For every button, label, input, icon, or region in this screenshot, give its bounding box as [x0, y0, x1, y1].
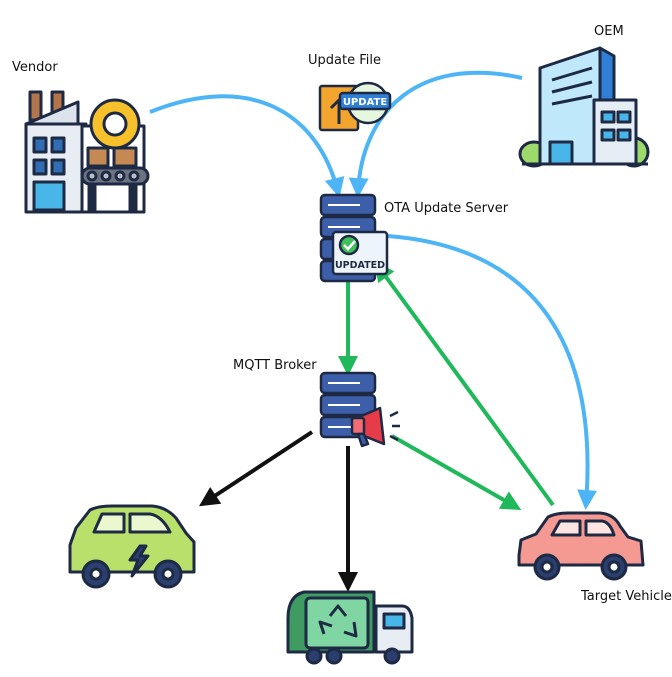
arrow-mqtt-to-target: [391, 434, 522, 510]
ota-server-label: OTA Update Server: [384, 201, 509, 216]
updated-badge-text: UPDATED: [335, 260, 385, 271]
update-badge-text: UPDATE: [343, 97, 388, 108]
arrow-target-to-ota: [374, 261, 555, 507]
recycling-truck-icon: [286, 590, 414, 665]
oem-label: OEM: [594, 24, 624, 39]
ota-server-icon: UPDATED: [319, 193, 389, 283]
arrow-mqtt-to-electric-car: [198, 430, 314, 507]
update-file-icon: UPDATE: [318, 81, 392, 132]
mqtt-broker-label: MQTT Broker: [233, 358, 317, 373]
arrow-ota-to-target: [387, 234, 598, 510]
arrow-oem-to-ota: [348, 70, 523, 198]
factory-icon: [24, 90, 150, 214]
arrow-vendor-to-ota: [149, 94, 345, 198]
target-vehicle-label: Target Vehicle: [581, 589, 672, 604]
electric-car-icon: [68, 504, 196, 589]
oem-building-icon: [518, 46, 650, 168]
megaphone-icon: [350, 406, 400, 448]
target-vehicle-icon: [517, 511, 645, 581]
update-file-label: Update File: [308, 53, 381, 68]
vendor-label: Vendor: [12, 60, 58, 75]
